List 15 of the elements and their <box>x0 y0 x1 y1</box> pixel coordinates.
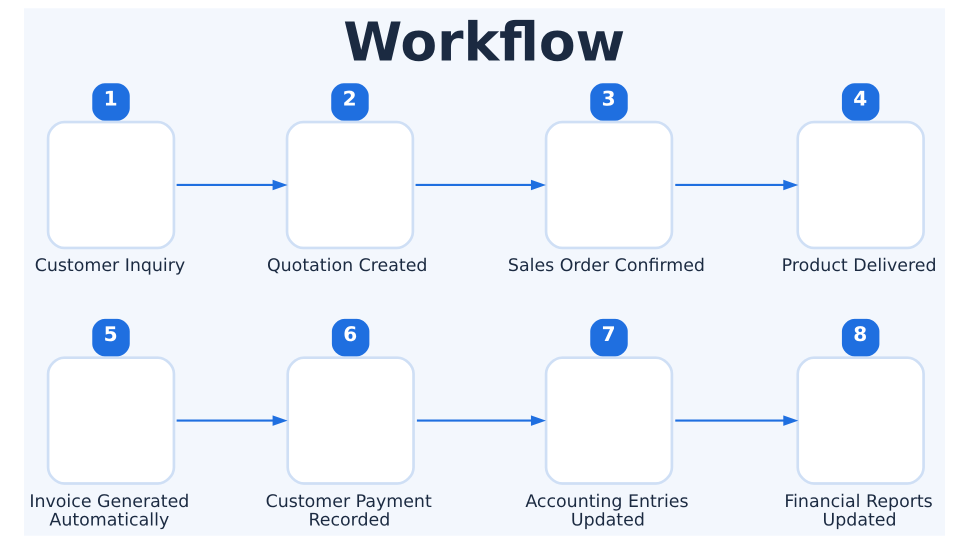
arrow <box>416 415 546 426</box>
node-label: Invoice Generated Automatically <box>28 492 189 531</box>
diagram-title: Workflow <box>342 10 625 74</box>
arrow <box>415 180 546 190</box>
node-label: Sales Order Confirmed <box>507 256 704 276</box>
arrow <box>674 415 798 426</box>
node-label: Customer Payment Recorded <box>265 492 432 531</box>
node-label: Customer Inquiry <box>34 256 185 276</box>
arrow <box>674 180 798 190</box>
arrow <box>176 180 288 190</box>
node-label: Accounting Entries Updated <box>524 492 688 531</box>
node-label: Quotation Created <box>266 256 427 276</box>
node-label: Product Delivered <box>781 256 936 276</box>
arrow <box>176 415 288 426</box>
node-label: Financial Reports Updated <box>784 492 932 531</box>
